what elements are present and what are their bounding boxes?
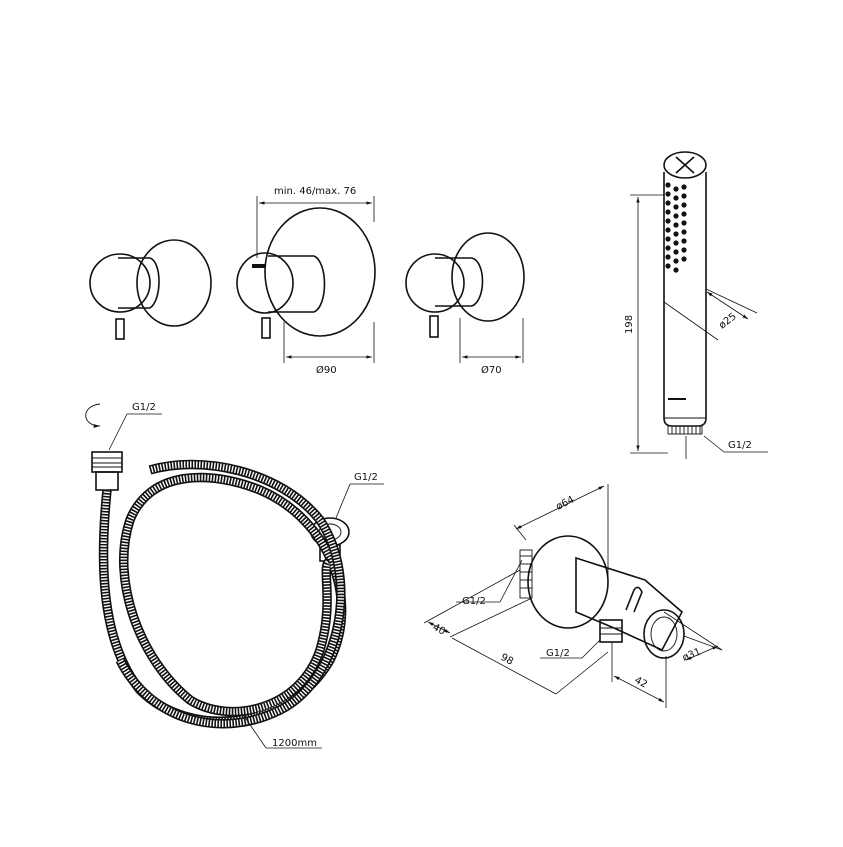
dimension-dia-70: Ø70 xyxy=(459,318,524,376)
hose-length-callout: 1200mm xyxy=(243,715,322,749)
elbow-thread-inlet-label: G1/2 xyxy=(462,596,486,607)
dimension-elbow-height-42: 42 xyxy=(611,642,667,708)
elbow-outlet-thread-callout: G1/2 xyxy=(540,639,601,659)
shower-length-label: 198 xyxy=(624,315,635,334)
dimension-dia-90: Ø90 xyxy=(283,322,375,376)
dimension-depth: min. 46/max. 76 xyxy=(256,186,375,258)
dimension-elbow-dia-64: ø64 xyxy=(513,484,609,582)
shower-dia-label: ø25 xyxy=(717,311,739,331)
hose-thread-right-label: G1/2 xyxy=(354,472,378,483)
hand-shower xyxy=(663,151,707,435)
valve-right xyxy=(405,232,525,338)
dia-90-label: Ø90 xyxy=(316,364,337,376)
dia-70-label: Ø70 xyxy=(481,364,502,376)
elbow-height-42-label: 42 xyxy=(633,675,649,691)
elbow-inlet-thread-callout: G1/2 xyxy=(456,559,523,607)
elbow-thread-outlet-label: G1/2 xyxy=(546,648,570,659)
elbow-dia-64-label: ø64 xyxy=(554,494,576,512)
elbow-depth-40-label: 40 xyxy=(431,622,447,638)
wall-elbow xyxy=(519,535,685,659)
shower-thread-label: G1/2 xyxy=(728,440,752,451)
depth-range-label: min. 46/max. 76 xyxy=(274,186,356,197)
elbow-length-98-label: 98 xyxy=(499,652,515,668)
dimension-shower-length: 198 xyxy=(624,194,668,454)
hose-thread-top-label: G1/2 xyxy=(132,402,156,413)
hose-right-thread-callout: G1/2 xyxy=(335,472,384,519)
spray-nozzles xyxy=(665,182,687,273)
hose-top-nut xyxy=(91,451,123,491)
valve-left xyxy=(89,239,212,340)
valve-middle xyxy=(236,207,376,339)
hose-length-label: 1200mm xyxy=(272,738,317,749)
dimension-elbow-length-98: 98 xyxy=(451,637,609,695)
hose-top-thread-callout: G1/2 xyxy=(85,402,162,451)
elbow-holder-dia-label: ø31 xyxy=(681,647,703,664)
dimension-shower-dia: ø25 xyxy=(663,288,758,341)
dimension-elbow-depth-40: 40 xyxy=(423,569,533,638)
shower-thread-callout: G1/2 xyxy=(685,435,768,459)
shower-hose xyxy=(91,451,350,729)
